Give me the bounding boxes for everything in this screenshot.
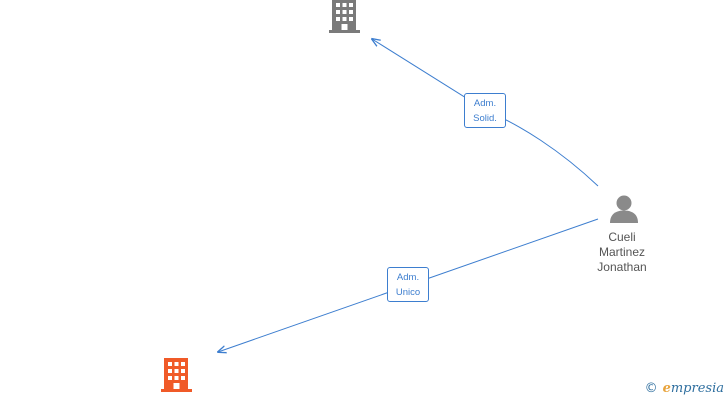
person-icon[interactable] [610, 195, 638, 224]
brand-initial: e [662, 381, 671, 396]
edge-label-line: Adm. [396, 272, 420, 283]
edge-label-adm-unico[interactable]: Adm. Unico [387, 267, 429, 302]
edge-label-line: Adm. [473, 98, 497, 109]
copyright-icon: © [644, 381, 658, 396]
edge-label-line: Solid. [473, 113, 497, 124]
building-icon[interactable] [161, 358, 192, 392]
edge-label-line: Unico [395, 287, 421, 298]
person-name-line: Cueli [608, 230, 636, 244]
person-name-line: Martinez [598, 245, 645, 259]
empresia-watermark: © empresia [645, 381, 724, 396]
brand-name: mpresia [670, 381, 724, 396]
building-icon[interactable] [329, 0, 360, 33]
edge-label-adm-solid[interactable]: Adm. Solid. [464, 93, 506, 128]
person-name-line: Jonathan [597, 260, 647, 274]
person-name[interactable]: Cueli Martinez Jonathan [586, 230, 658, 275]
